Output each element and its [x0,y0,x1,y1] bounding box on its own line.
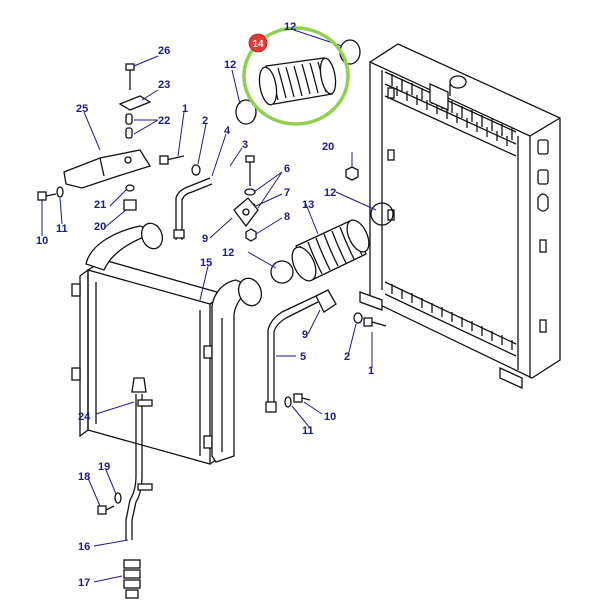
callout-18: 18 [78,471,90,483]
rod-24 [125,377,153,540]
bolt-10-bottom [293,393,311,403]
leader-lines [41,29,377,583]
callout-10-left: 10 [36,235,48,247]
bolt-1-bottom [363,317,387,327]
bracket-25 [63,149,151,189]
callout-1-bottom: 1 [368,365,374,377]
nut-21 [125,184,135,192]
callout-11-bottom: 11 [302,425,314,437]
bolt-3 [245,155,255,186]
highlight-badge[interactable]: 14 [248,33,268,53]
callout-12-mid-left: 12 [222,247,234,259]
washer-6 [244,188,256,196]
bolt-26 [125,63,135,90]
callouts: 26 23 22 25 1 2 3 4 6 7 8 9 21 20 10 11 … [36,21,374,589]
callout-4: 4 [224,125,231,137]
bolt-10-left [37,191,57,201]
callout-24: 24 [78,411,91,423]
callout-17: 17 [78,577,90,589]
callout-10-bottom: 10 [324,411,336,423]
callout-9-top: 9 [202,233,208,245]
pins-22 [125,113,133,139]
callout-9-bottom: 9 [302,329,308,341]
clip-9-bottom [315,289,337,313]
clamp-12-mid-left [270,260,294,284]
clip-9-top [233,197,259,228]
callout-15: 15 [200,257,212,269]
clamp-12-mid-right [370,202,394,226]
callout-19: 19 [98,461,110,473]
washer-2-top [191,164,201,176]
highlight-ring[interactable] [242,26,350,126]
bolt-1-top [159,155,185,165]
drain-17 [123,559,141,599]
hose-14-top [258,57,337,106]
callout-12-mid-right: 12 [324,187,336,199]
callout-25: 25 [76,103,88,115]
callout-13: 13 [302,199,314,211]
radiator [359,43,561,390]
callout-22: 22 [158,115,170,127]
callout-11-left: 11 [56,223,68,235]
callout-5: 5 [300,351,306,363]
highlight-badge-text: 14 [252,39,264,50]
callout-3: 3 [242,139,248,151]
spacer-20-left [123,199,137,211]
callout-21: 21 [94,199,106,211]
hose-13 [291,219,370,282]
callout-20-left: 20 [94,221,106,233]
callout-12-top-left: 12 [224,59,236,71]
callout-2-top: 2 [202,115,208,127]
callout-20-right: 20 [322,141,334,153]
callout-16: 16 [78,541,90,553]
washer-11-bottom [284,396,292,408]
rod-4 [173,177,213,240]
washer-11-left [56,186,64,198]
callout-23: 23 [158,79,170,91]
callout-26: 26 [158,45,170,57]
callout-8: 8 [284,211,290,223]
callout-2-bottom: 2 [344,351,350,363]
bolt-20-right [345,166,359,181]
callout-6: 6 [284,163,290,175]
washer-19 [114,492,122,504]
clamp-12-top-left [235,99,257,125]
intercooler [71,222,263,465]
washer-2-bottom [353,312,363,324]
bolt-18 [97,505,115,515]
callout-1-top: 1 [182,103,188,115]
nut-8 [245,228,257,242]
callout-12-top-right: 12 [284,21,296,33]
rod-5 [265,295,319,413]
callout-7: 7 [284,187,290,199]
